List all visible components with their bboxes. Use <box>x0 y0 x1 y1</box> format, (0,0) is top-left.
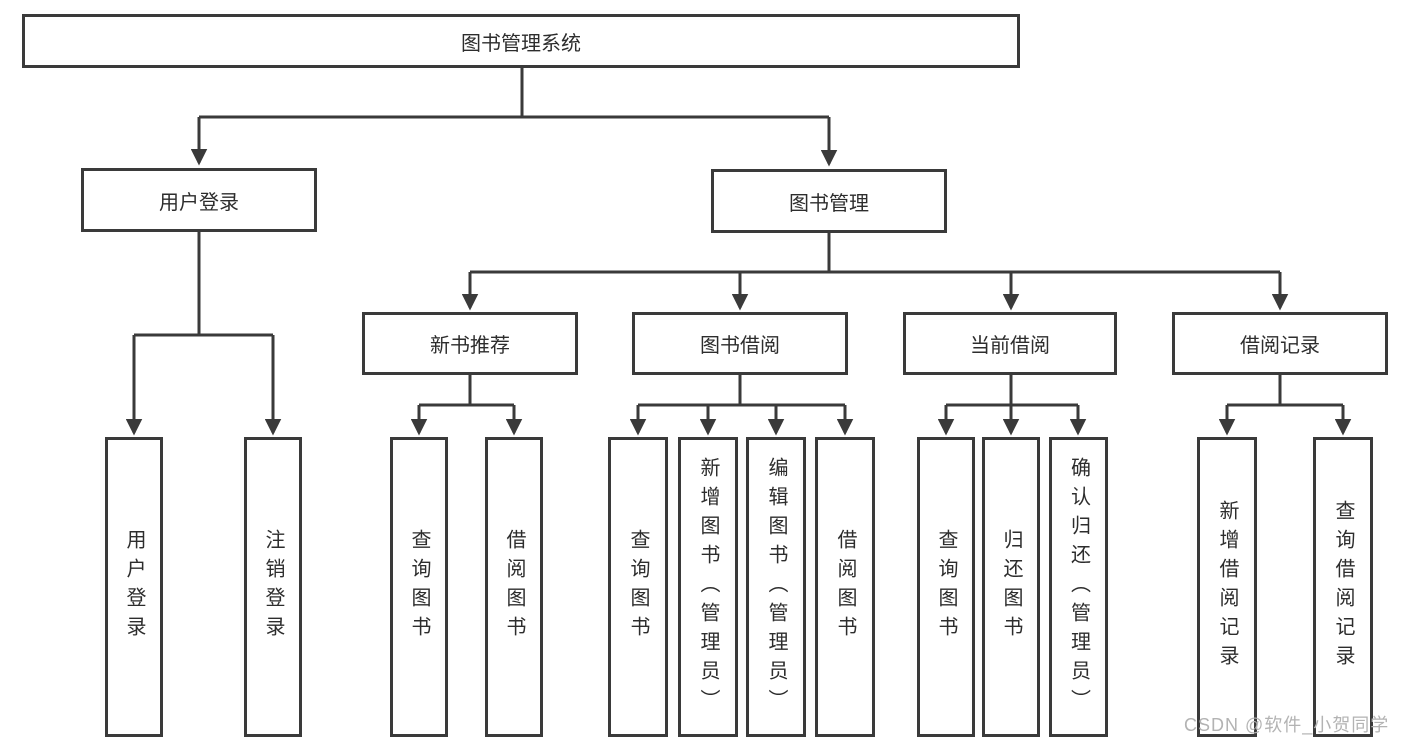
node-user-login-leaf: 用户登录 <box>105 437 163 737</box>
node-add-book-admin: 新增图书（管理员） <box>678 437 738 737</box>
node-logout: 注销登录 <box>244 437 302 737</box>
node-query-books-recommend: 查询图书 <box>390 437 448 737</box>
node-query-borrow-record: 查询借阅记录 <box>1313 437 1373 737</box>
node-borrowing-records: 借阅记录 <box>1172 312 1388 375</box>
node-add-borrow-record: 新增借阅记录 <box>1197 437 1257 737</box>
node-book-borrowing: 图书借阅 <box>632 312 848 375</box>
node-return-books: 归还图书 <box>982 437 1040 737</box>
node-borrow-book-leaf: 借阅图书 <box>815 437 875 737</box>
csdn-watermark: CSDN @软件_小贺同学 <box>1184 715 1390 735</box>
node-confirm-return-admin: 确认归还（管理员） <box>1049 437 1108 737</box>
node-current-borrowing: 当前借阅 <box>903 312 1117 375</box>
node-user-login: 用户登录 <box>81 168 317 232</box>
node-borrow-books-recommend: 借阅图书 <box>485 437 543 737</box>
node-library-management-system: 图书管理系统 <box>22 14 1020 68</box>
node-query-books-borrow: 查询图书 <box>608 437 668 737</box>
node-query-books-current: 查询图书 <box>917 437 975 737</box>
node-new-book-recommendation: 新书推荐 <box>362 312 578 375</box>
node-book-management: 图书管理 <box>711 169 947 233</box>
node-edit-book-admin: 编辑图书（管理员） <box>746 437 806 737</box>
